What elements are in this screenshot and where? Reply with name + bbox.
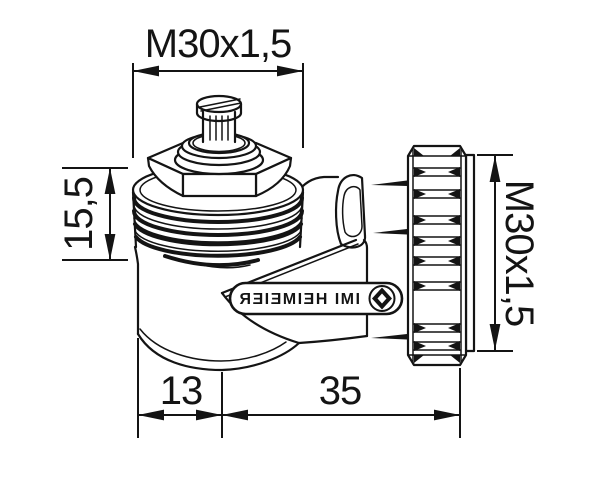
thread-rib (134, 235, 302, 258)
thread-rib (132, 196, 304, 224)
tailpiece-line (371, 180, 407, 186)
thread-rib (133, 222, 303, 247)
arrowhead-right (196, 409, 222, 421)
dimension-top-thread: M30x1,5 (132, 22, 304, 158)
badge-brand-text: IMI HEIMEIER (238, 291, 360, 308)
tailpiece-line (371, 334, 407, 340)
arrowhead-up (489, 156, 501, 182)
dimension-left-height: 15,5 (57, 167, 128, 261)
arrowhead-right (277, 65, 303, 77)
arrowhead-right (434, 409, 460, 421)
pin-slot (199, 98, 242, 112)
dim-label-right-thread: M30x1,5 (497, 180, 541, 326)
thread-rib (132, 209, 304, 237)
dim-label-bottom-offset: 13 (160, 369, 203, 413)
union-nut (406, 144, 476, 367)
arrowhead-left (138, 409, 164, 421)
arrowhead-left (222, 409, 248, 421)
dim-label-left-height: 15,5 (57, 177, 101, 251)
dim-label-top-thread: M30x1,5 (145, 22, 291, 66)
arrowhead-down (104, 234, 116, 260)
knurl-pattern (413, 167, 461, 351)
arrowhead-up (104, 168, 116, 194)
elbow-body (294, 174, 407, 345)
bottom-outlet-arc (136, 332, 301, 372)
badge-plate (228, 281, 404, 316)
dimension-bottom: 13 35 (137, 338, 461, 438)
tailpiece-line (373, 229, 407, 235)
valve-insert (173, 94, 265, 176)
logo-ring (368, 285, 396, 312)
dimension-right-thread: M30x1,5 (477, 154, 541, 352)
elbow-tab (334, 174, 367, 249)
arrowhead-down (489, 324, 501, 350)
arrowhead-left (133, 65, 159, 77)
pin-splines (209, 115, 229, 141)
brand-badge: IMI HEIMEIER (228, 281, 404, 316)
dim-label-bottom-length: 35 (319, 369, 362, 413)
